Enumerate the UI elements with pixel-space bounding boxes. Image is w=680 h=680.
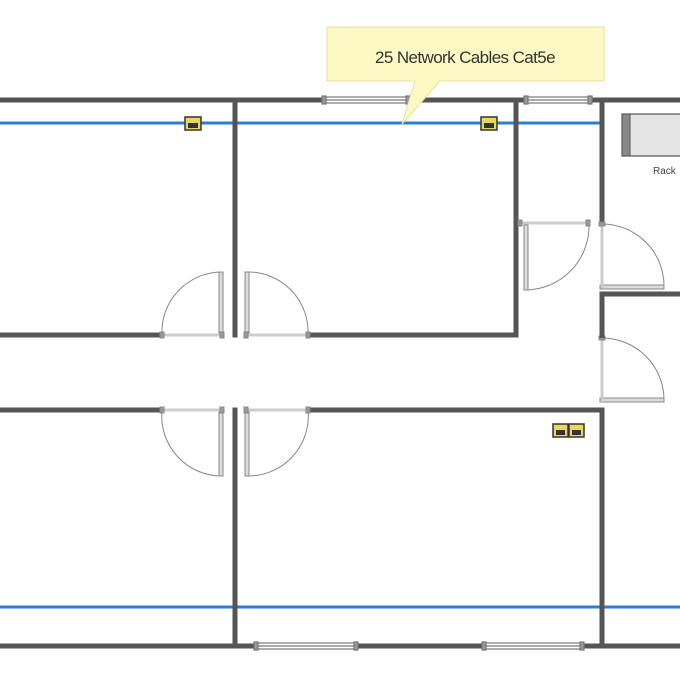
network-jack-room1 xyxy=(184,116,202,131)
callout-box xyxy=(326,26,605,125)
window-bottom-1 xyxy=(253,641,359,651)
windows xyxy=(253,95,593,651)
rack: Rack xyxy=(621,113,680,177)
network-jack-room4-b xyxy=(568,423,585,438)
door-server-room xyxy=(598,221,665,290)
window-bottom-2 xyxy=(481,641,585,651)
door-room4 xyxy=(243,406,311,477)
door-room1 xyxy=(159,271,225,339)
network-cables xyxy=(0,121,680,609)
network-jacks xyxy=(184,116,585,438)
door-room3 xyxy=(159,406,225,477)
rack-body xyxy=(621,113,680,157)
walls xyxy=(0,97,680,649)
door-small-room xyxy=(517,219,591,291)
network-jack-room2 xyxy=(480,116,498,131)
rack-side xyxy=(621,113,631,157)
window-top-1 xyxy=(321,95,411,105)
callout-text: 25 Network Cables Cat5e xyxy=(375,48,555,67)
network-jack-room4-a xyxy=(552,423,569,438)
callout: 25 Network Cables Cat5e xyxy=(326,26,605,125)
rack-label: Rack xyxy=(653,166,677,177)
window-top-2 xyxy=(523,95,593,105)
door-hallway-right xyxy=(598,294,665,403)
door-room2 xyxy=(243,271,311,339)
doors xyxy=(159,219,665,477)
